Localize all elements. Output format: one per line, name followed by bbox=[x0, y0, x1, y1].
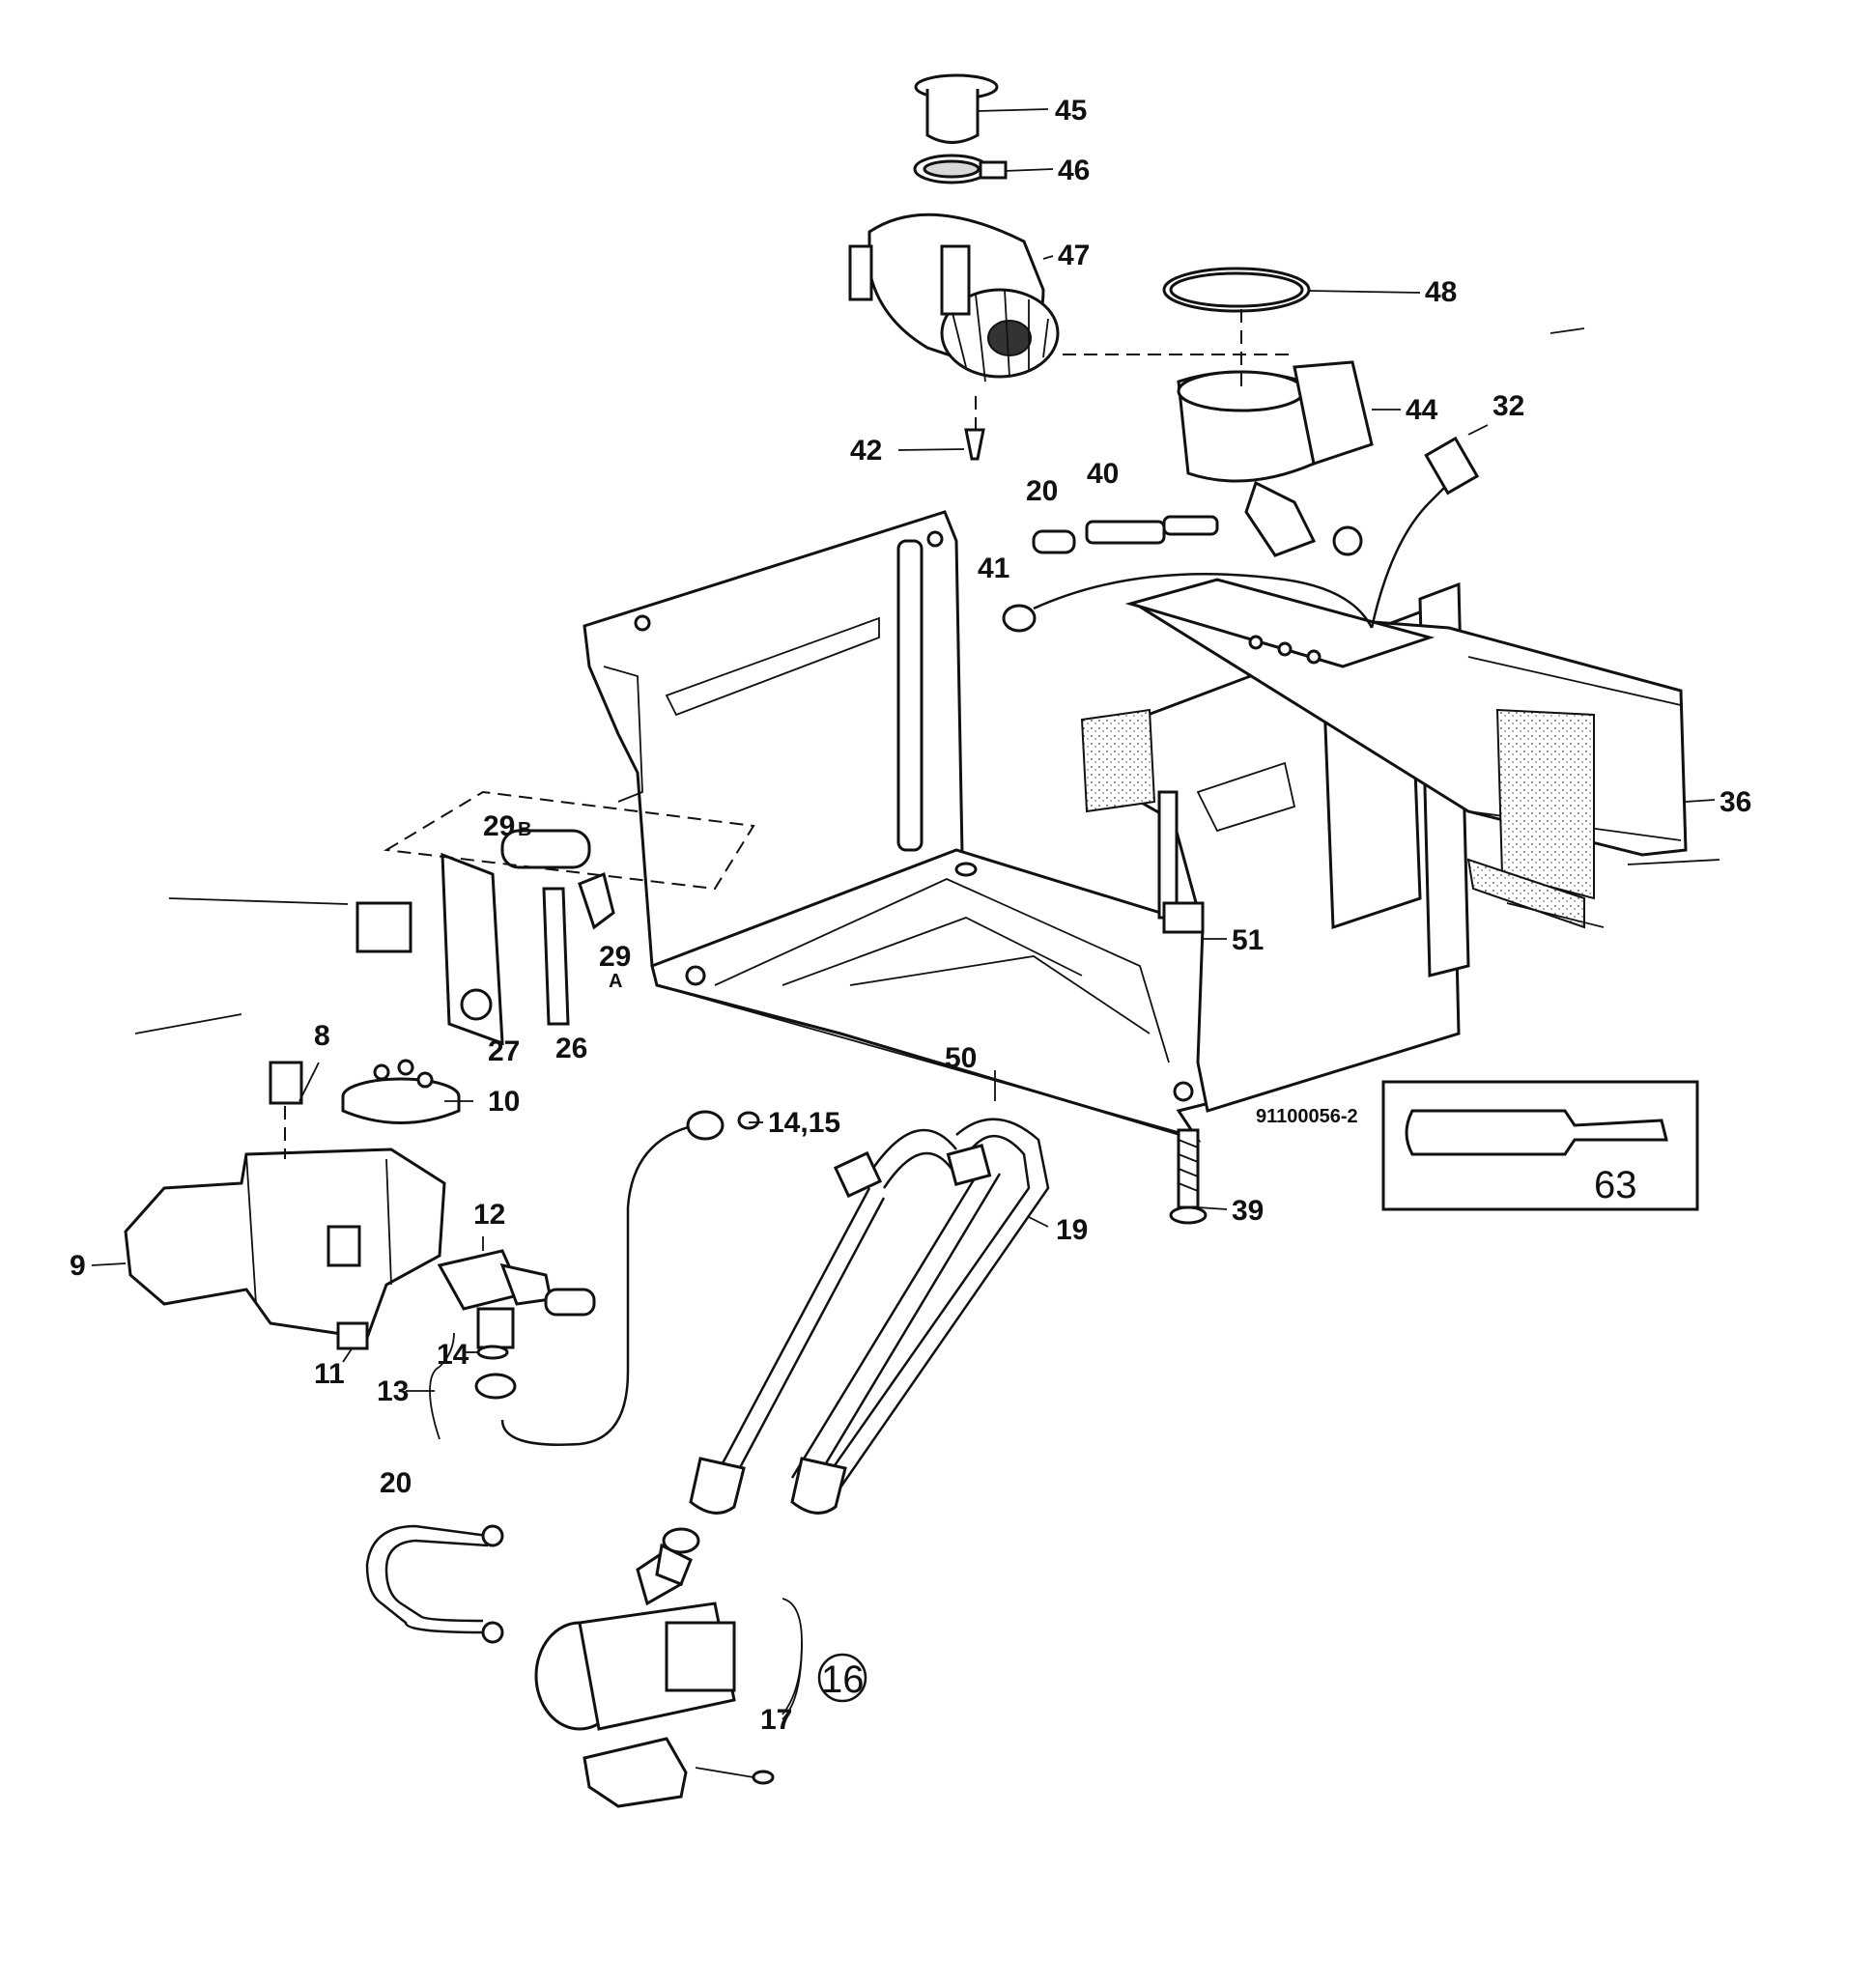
callout-41: 41 bbox=[978, 553, 1009, 584]
level-controls bbox=[269, 1059, 461, 1124]
callout-8: 8 bbox=[314, 1020, 330, 1052]
mounting-bracket bbox=[124, 1148, 446, 1350]
callout-26: 26 bbox=[555, 1033, 587, 1064]
circulation-pump bbox=[848, 73, 1374, 557]
callout-63: 63 bbox=[1594, 1164, 1637, 1206]
callout-44: 44 bbox=[1406, 394, 1438, 426]
callout-29b: 29 bbox=[483, 810, 515, 842]
callout-46: 46 bbox=[1058, 155, 1090, 186]
callout-47: 47 bbox=[1058, 240, 1090, 271]
callout-16: 16 bbox=[821, 1658, 865, 1701]
leader-lines bbox=[91, 108, 1720, 1720]
callout-11: 11 bbox=[314, 1358, 345, 1390]
callout-9: 9 bbox=[70, 1250, 86, 1282]
electrical-parts bbox=[355, 790, 755, 1046]
drawing-number: 91100056-2 bbox=[1256, 1106, 1358, 1127]
callout-19: 19 bbox=[1056, 1214, 1088, 1246]
callout-29a: 29 bbox=[599, 941, 631, 973]
lower-hose bbox=[365, 1524, 504, 1644]
callout-17: 17 bbox=[760, 1704, 792, 1736]
callout-13: 13 bbox=[377, 1375, 409, 1407]
callout-48: 48 bbox=[1425, 276, 1457, 308]
callout-14-15: 14,15 bbox=[768, 1107, 840, 1139]
callout-20-upper: 20 bbox=[1026, 475, 1058, 507]
callout-10: 10 bbox=[488, 1086, 520, 1118]
callout-16-circle bbox=[817, 1653, 867, 1703]
callout-14: 14 bbox=[437, 1339, 469, 1371]
callout-32: 32 bbox=[1492, 390, 1524, 422]
callout-36: 36 bbox=[1720, 786, 1751, 818]
drain-hoses bbox=[689, 1118, 1050, 1515]
callout-12: 12 bbox=[473, 1199, 505, 1231]
power-cord bbox=[1370, 436, 1480, 629]
callout-29a-suffix: A bbox=[609, 971, 622, 992]
drain-pump bbox=[534, 1527, 775, 1808]
main-frame bbox=[583, 510, 1688, 1225]
callout-39: 39 bbox=[1232, 1195, 1264, 1227]
callout-20-lower: 20 bbox=[380, 1467, 412, 1499]
hose-connector bbox=[437, 1110, 760, 1446]
callout-50: 50 bbox=[945, 1042, 977, 1074]
tool-inset bbox=[1381, 1080, 1699, 1211]
callout-29b-suffix: B bbox=[518, 819, 531, 840]
callout-42: 42 bbox=[850, 435, 882, 467]
callout-27: 27 bbox=[488, 1035, 520, 1067]
inlet-parts bbox=[1002, 515, 1374, 633]
callout-45: 45 bbox=[1055, 95, 1087, 127]
callout-51: 51 bbox=[1232, 924, 1264, 956]
callout-labels: 45 46 47 48 44 32 42 20 40 41 36 29 B 29… bbox=[70, 95, 1751, 1736]
callout-40: 40 bbox=[1087, 458, 1119, 490]
